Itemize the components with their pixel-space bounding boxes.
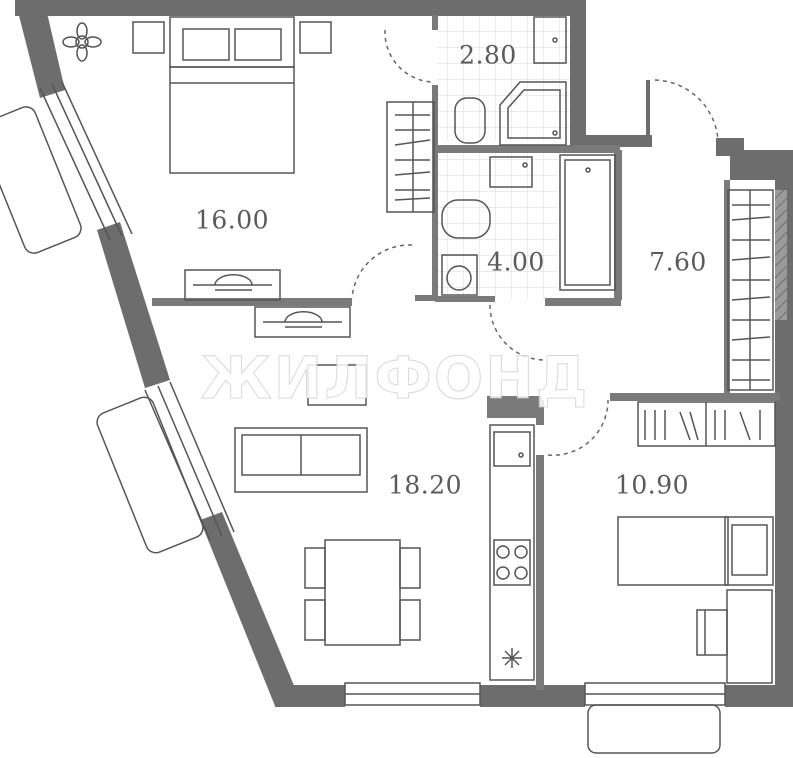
room-area-living-kitchen: 18.20 bbox=[387, 470, 463, 500]
furniture bbox=[62, 16, 776, 684]
room-area-toilet: 2.80 bbox=[459, 40, 517, 70]
room-area-second-bedroom: 10.90 bbox=[614, 470, 690, 500]
doors bbox=[351, 29, 719, 456]
room-area-hallway: 7.60 bbox=[649, 247, 707, 277]
interior-walls bbox=[152, 15, 780, 690]
room-area-bathroom: 4.00 bbox=[487, 247, 545, 277]
room-area-bedroom: 16.00 bbox=[194, 205, 270, 235]
outer-walls bbox=[15, 0, 793, 707]
windows bbox=[0, 81, 726, 754]
watermark: ЖИЛФОНД bbox=[200, 344, 590, 413]
bathroom-floor bbox=[437, 152, 557, 298]
toilet-floor bbox=[437, 15, 572, 140]
